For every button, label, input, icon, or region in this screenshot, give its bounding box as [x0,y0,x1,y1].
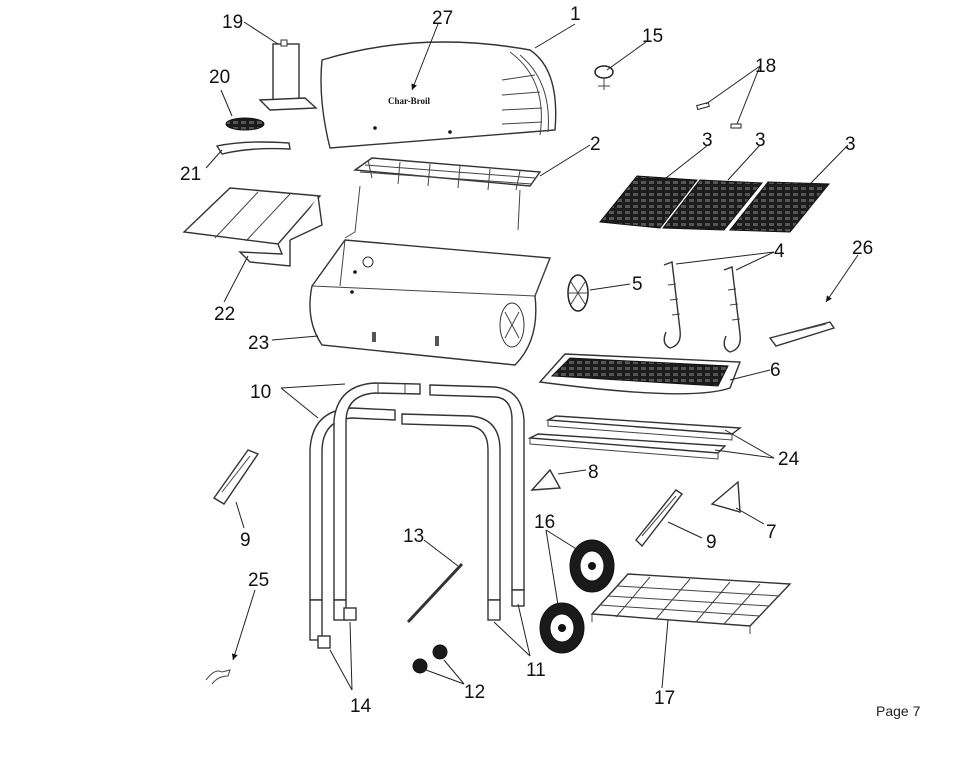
callout-27: 27 [432,8,453,29]
firebox-part [309,239,551,366]
callout-25: 25 [248,570,269,591]
callout-21: 21 [180,164,201,185]
callout-18: 18 [755,56,776,77]
callout-2: 2 [590,134,601,155]
callout-8: 8 [588,462,599,483]
callout-3a: 3 [702,130,713,151]
callout-4: 4 [774,241,785,262]
bolts-part [696,101,742,129]
leader-lines [205,21,859,691]
leg-brackets-part [212,449,684,548]
callout-7: 7 [766,522,777,543]
callout-11: 11 [526,660,546,681]
rails-part [527,415,742,460]
page-number: Page 7 [876,703,921,719]
damper-part [225,117,265,131]
callout-9b: 9 [706,532,717,553]
callout-17: 17 [654,688,675,709]
small-brackets-part [530,468,741,513]
callout-9a: 9 [240,530,251,551]
callout-16: 16 [534,512,555,533]
charcoal-pan-part [538,353,742,395]
callout-12: 12 [464,682,485,703]
callout-1: 1 [570,4,581,25]
side-damper-part [567,274,589,312]
callout-26: 26 [852,238,873,259]
callout-numbers: 1 2 3 3 3 4 5 6 7 8 9 9 10 11 12 13 14 1… [180,4,873,717]
charcoal-pan-hangers-part [663,261,741,353]
side-shelf-part [182,187,323,267]
bottom-shelf-part [590,573,792,634]
wheels-part [539,539,615,654]
hook-part [205,669,231,685]
callout-6: 6 [770,360,781,381]
callout-24: 24 [778,449,800,470]
callout-22: 22 [214,304,235,325]
callout-20: 20 [209,67,230,88]
upper-legs-part [309,382,525,601]
cooking-grates-part [599,175,831,233]
ash-tool-part [768,321,836,347]
axle-rod-part [406,562,464,624]
callout-3b: 3 [755,130,766,151]
temperature-gauge-part [594,65,614,90]
logo-text: Char-Broil [388,96,430,106]
callout-13: 13 [403,526,424,547]
leg-caps-part [317,607,357,649]
lid-part: Char-Broil [320,41,557,149]
callout-14: 14 [350,696,372,717]
callout-23: 23 [248,333,269,354]
lid-handle-part [215,141,291,155]
warming-rack-part [344,157,542,239]
hubcaps-part [412,644,448,674]
callout-19: 19 [222,12,243,33]
callout-10: 10 [250,382,271,403]
smokestack-part [258,39,318,111]
callout-3c: 3 [845,134,856,155]
callout-15: 15 [642,26,663,47]
callout-5: 5 [632,274,643,295]
